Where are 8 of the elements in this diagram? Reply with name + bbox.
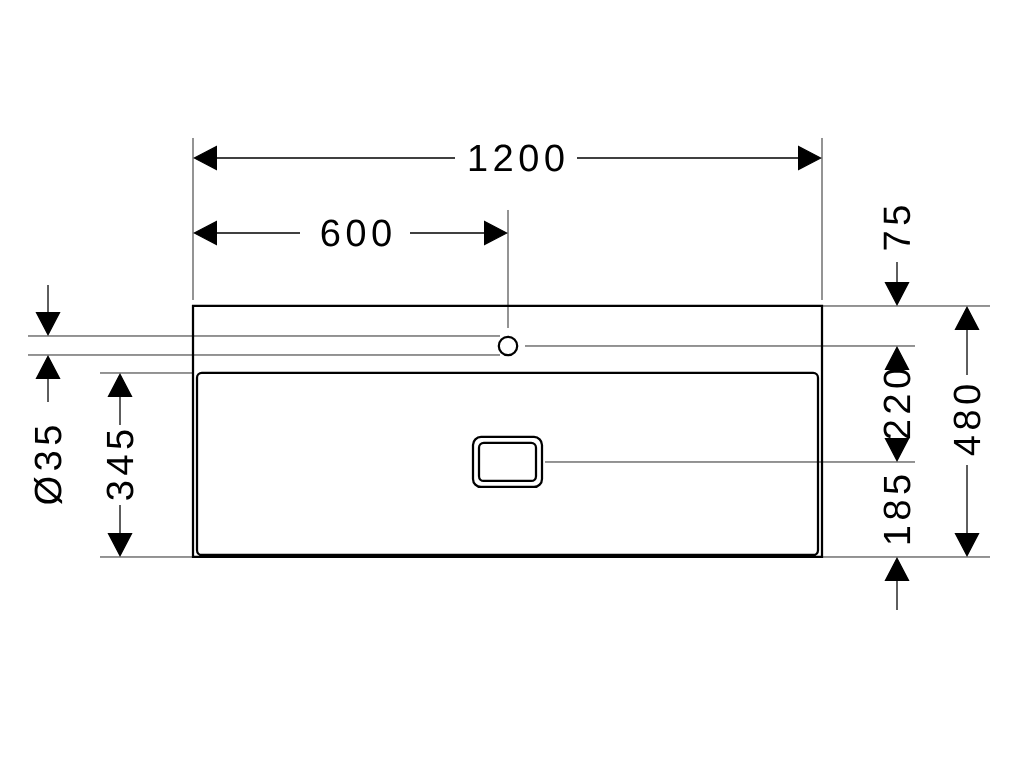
dimension-label: 185 (883, 475, 911, 544)
dimension-label: 220 (883, 369, 911, 439)
dimension-label: 1200 (469, 144, 564, 172)
dimension-label: 345 (106, 430, 134, 500)
dimension-label: 600 (321, 219, 391, 247)
dimension-label: 75 (883, 206, 911, 250)
dimension-label: Ø35 (33, 426, 63, 505)
dimension-label: 480 (953, 385, 981, 456)
